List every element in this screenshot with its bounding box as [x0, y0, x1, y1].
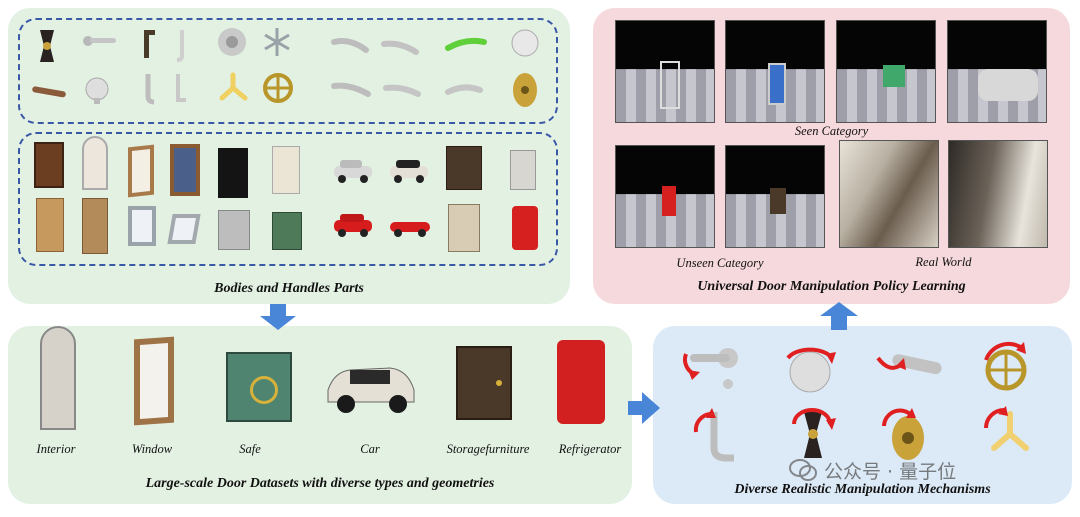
watermark-text: 公众号 · 量子位 [824, 460, 957, 483]
real-world-label: Real World [915, 255, 972, 269]
real-world-photo-2 [948, 140, 1048, 248]
unseen-category-label: Unseen Category [676, 256, 764, 270]
knob-icon [511, 29, 539, 57]
real-world-photo-1 [839, 140, 939, 248]
porthole-door-body [82, 198, 108, 254]
sim-thumb-window [725, 20, 825, 123]
round-wheel-icon [218, 28, 246, 56]
brass-plate-icon [513, 73, 537, 107]
square-window-body [128, 206, 156, 246]
green-safe-body [272, 212, 302, 250]
star-spokes-icon [264, 28, 290, 56]
dataset-label-interior: Interior [36, 442, 76, 456]
wechat-icon [789, 459, 817, 481]
watermark: 公众号 · 量子位 [788, 456, 956, 484]
green-lever-icon [445, 37, 487, 51]
curved-hook-icon [145, 74, 155, 105]
bodies-dashed-box [18, 132, 558, 266]
wood-door-body [34, 142, 64, 188]
latch-rotation-icon [876, 354, 942, 375]
red-fridge-body [512, 206, 538, 250]
tri-spoke-rotation-icon [984, 406, 1029, 451]
suv-body-icon [334, 160, 372, 183]
bar-handle-5-icon [445, 84, 483, 95]
j-handle-icon [176, 74, 186, 102]
dataset-label-safe: Safe [239, 442, 261, 456]
safe-image [226, 352, 292, 422]
sim-thumb-fridge [615, 145, 715, 248]
double-window-body [170, 144, 200, 196]
policy-caption: Universal Door Manipulation Policy Learn… [697, 279, 966, 294]
mushroom-knob-icon [85, 77, 109, 104]
brass-rotation-icon [882, 408, 924, 460]
tri-spoke-icon [219, 72, 248, 101]
bar-handle-3-icon [331, 82, 371, 97]
up-arrow [820, 302, 858, 330]
knob-rotation-icon [786, 347, 836, 393]
red-convertible-body-icon [390, 222, 430, 237]
tilted-window-body [167, 214, 201, 244]
lever-handle-icon [83, 36, 116, 46]
hook-handle-icon [176, 30, 184, 62]
handles-dashed-box [18, 18, 558, 124]
bar-handle-4-icon [383, 84, 421, 97]
ornate-handle-icon [40, 30, 54, 62]
storagefurniture-image [456, 346, 512, 420]
right-arrow [628, 392, 660, 424]
sim-thumb-cabinet [725, 145, 825, 248]
parts-caption: Bodies and Handles Parts [214, 281, 364, 296]
car-image [327, 367, 415, 413]
lever-rotation-icon [682, 348, 738, 389]
gold-wheel-icon [263, 73, 293, 103]
wood-lever-icon [32, 86, 66, 98]
white-safe-body [272, 146, 300, 194]
down-arrow [260, 304, 296, 330]
datasets-caption: Large-scale Door Datasets with diverse t… [145, 476, 495, 491]
ornate-rotation-icon [792, 408, 836, 458]
grill-body [510, 150, 536, 190]
grey-box-body [218, 210, 250, 250]
black-cabinet-body [218, 148, 248, 198]
dataset-label-window: Window [131, 442, 173, 456]
dataset-label-car: Car [360, 442, 380, 456]
seen-category-label: Seen Category [794, 124, 869, 138]
l-handle-icon [144, 30, 155, 58]
beige-cabinet-body [448, 204, 480, 252]
wheel-rotation-icon [984, 342, 1027, 391]
sim-thumb-car [947, 20, 1047, 123]
window-frame-body [128, 144, 154, 198]
dataset-label-storagefurniture: Storagefurniture [446, 442, 530, 456]
datasets-panel [8, 326, 632, 504]
bar-handle-2-icon [381, 40, 419, 55]
refrigerator-image [557, 340, 605, 424]
sim-thumb-door [615, 20, 715, 123]
hook-rotation-icon [693, 408, 734, 462]
dataset-label-refrigerator: Refrigerator [558, 442, 622, 456]
sim-thumb-safe [836, 20, 936, 123]
arched-door-body [82, 136, 108, 190]
red-mini-body-icon [334, 214, 372, 237]
plank-door-body [36, 198, 64, 252]
mini-car-body-icon [390, 160, 428, 183]
brown-cabinet-body [446, 146, 482, 190]
interior-door-image [40, 326, 76, 430]
mechanisms-caption: Diverse Realistic Manipulation Mechanism… [734, 482, 991, 497]
window-image [134, 336, 174, 426]
bar-handle-icon [331, 38, 369, 53]
